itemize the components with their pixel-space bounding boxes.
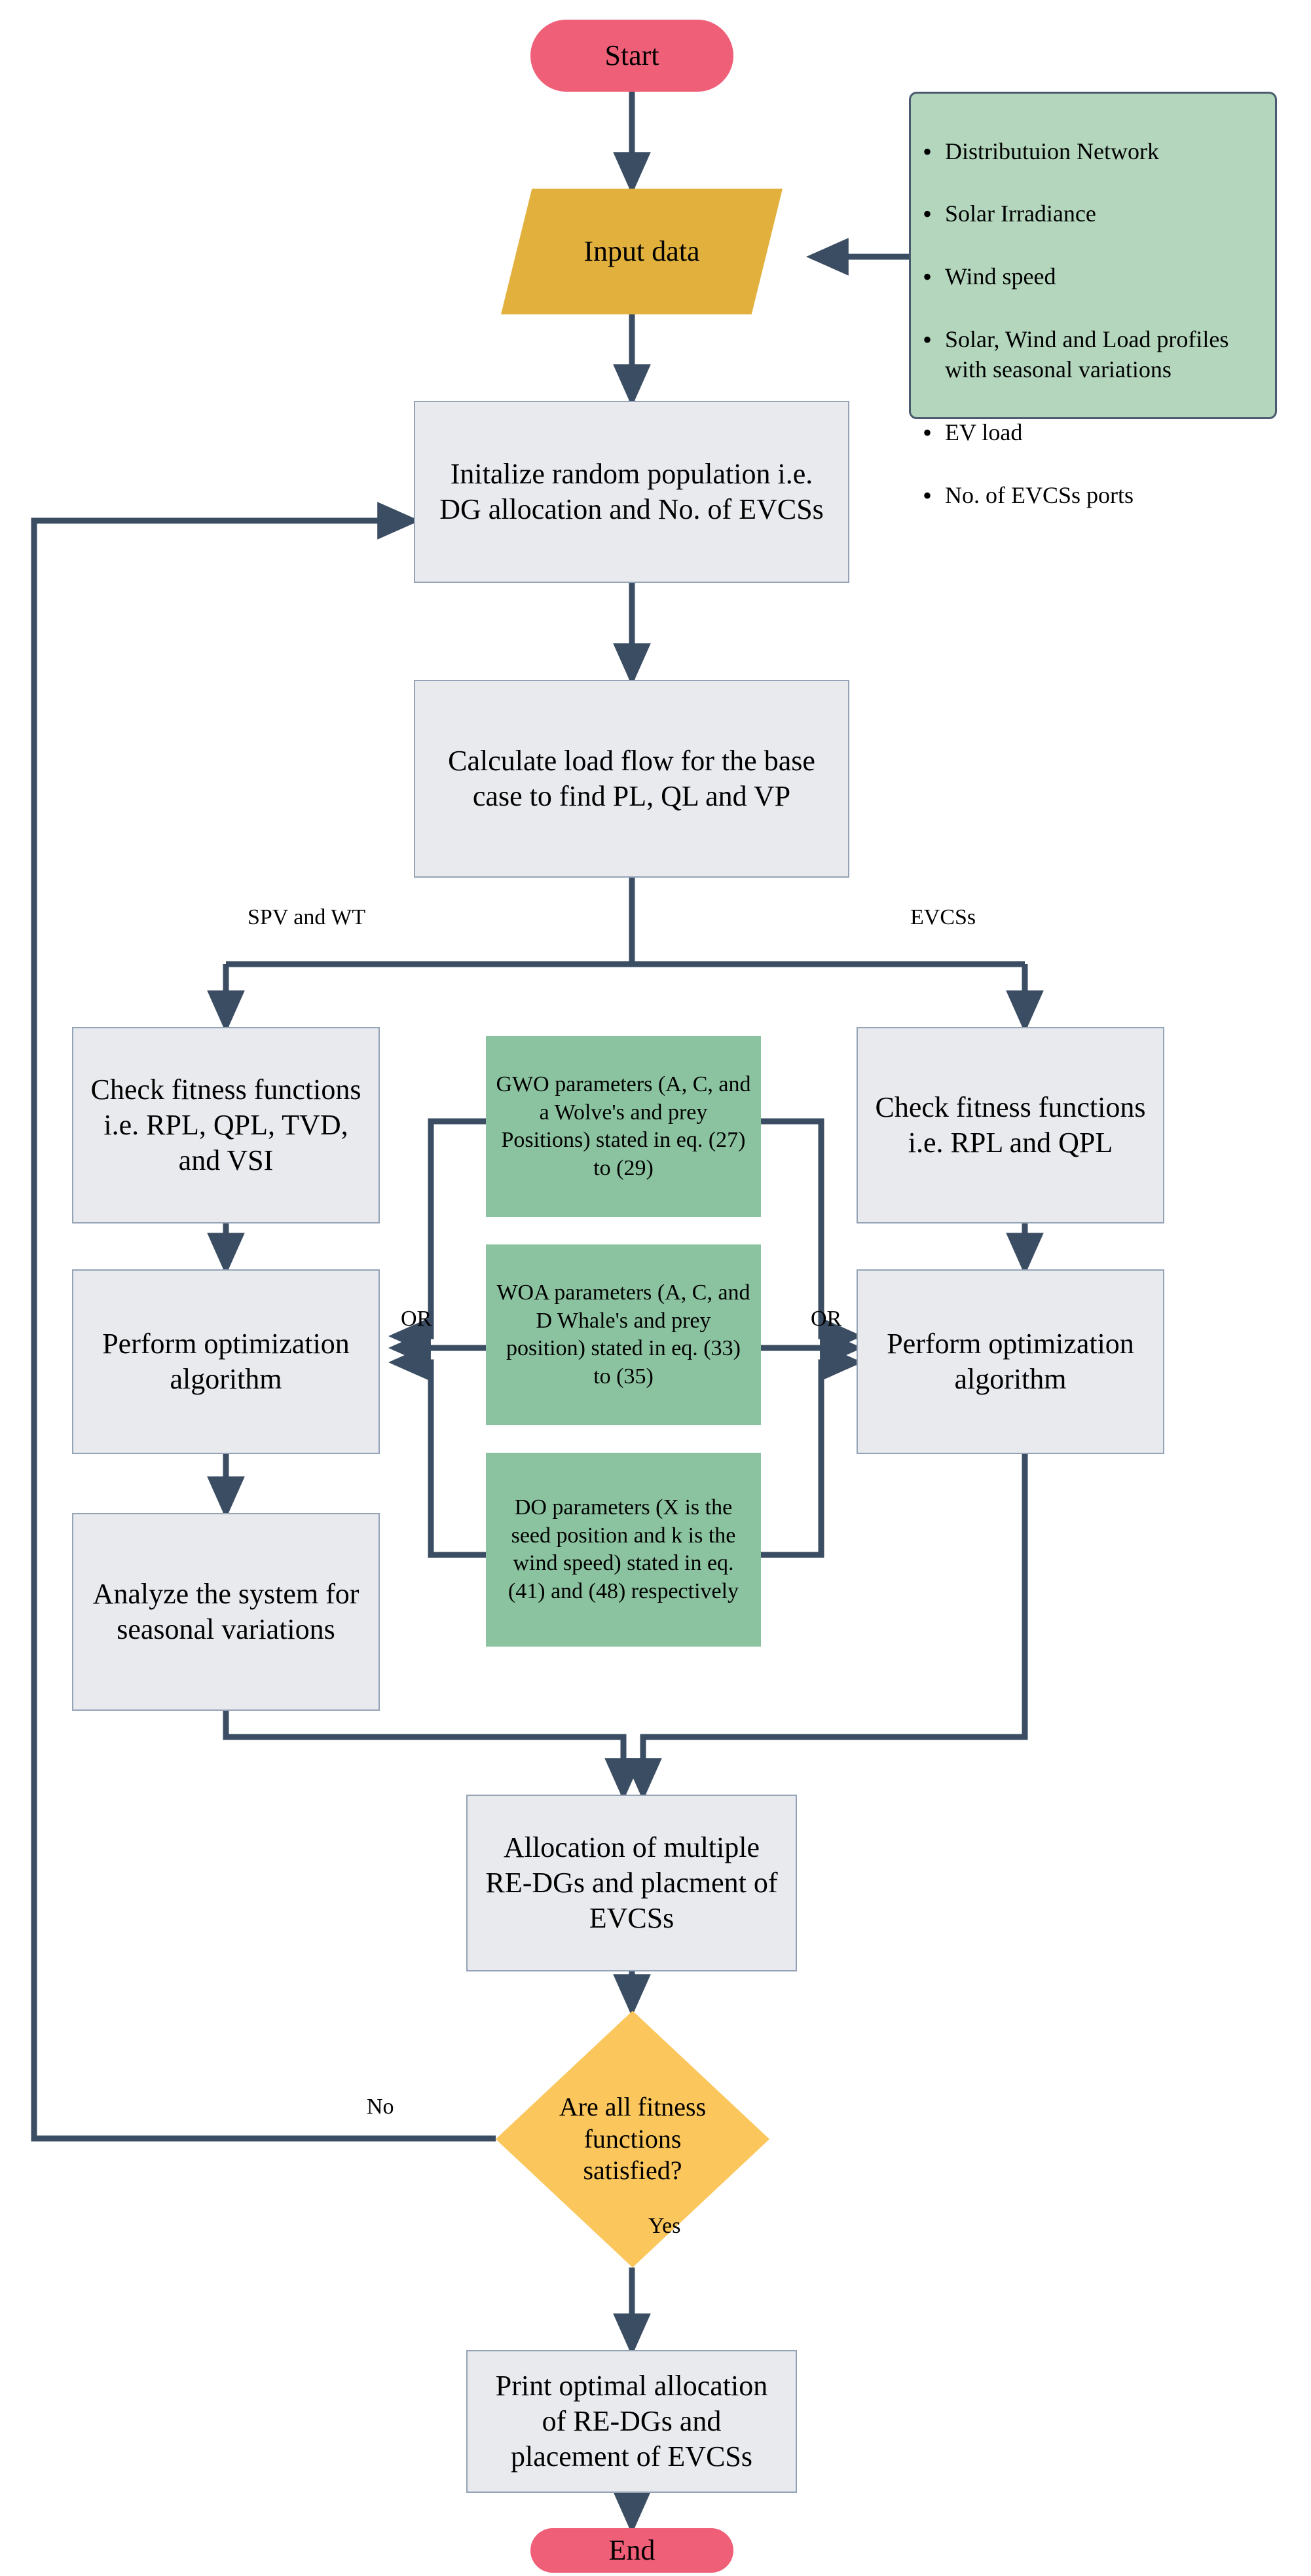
node-gwo-parameters-label: GWO parameters (A, C, and a Wolve's and … xyxy=(496,1072,751,1180)
list-item: Distributuion Network xyxy=(923,135,1265,169)
node-gwo-parameters[interactable]: GWO parameters (A, C, and a Wolve's and … xyxy=(486,1036,761,1217)
node-allocation-label: Allocation of multiple RE-DGs and placme… xyxy=(485,1831,778,1934)
edge-do-to-optleft xyxy=(388,1343,486,1558)
node-end-label: End xyxy=(608,2534,656,2567)
edge-gwo-to-optright xyxy=(761,1118,863,1355)
node-woa-parameters[interactable]: WOA parameters (A, C, and D Whale's and … xyxy=(486,1244,761,1425)
node-end[interactable]: End xyxy=(530,2528,733,2573)
node-check-fitness-left-label: Check fitness functions i.e. RPL, QPL, T… xyxy=(90,1073,361,1176)
edge-label-yes: Yes xyxy=(648,2214,681,2238)
node-optimize-left[interactable]: Perform optimization algorithm xyxy=(72,1269,380,1454)
node-load-flow-label: Calculate load flow for the base case to… xyxy=(448,745,815,812)
node-start-label: Start xyxy=(604,39,659,72)
edge-label-evcss: EVCSs xyxy=(910,905,976,929)
edge-label-spv-wt: SPV and WT xyxy=(248,905,366,929)
node-decision-label: Are all fitness functions satisfied? xyxy=(559,2091,707,2186)
list-item: Solar, Wind and Load profiles with seaso… xyxy=(923,323,1265,386)
edge-label-or-right: OR xyxy=(811,1307,842,1331)
node-woa-parameters-label: WOA parameters (A, C, and D Whale's and … xyxy=(496,1280,750,1389)
edge-analyze-to-merge xyxy=(223,1711,642,1801)
list-item: Solar Irradiance xyxy=(923,197,1265,231)
node-print[interactable]: Print optimal allocation of RE-DGs and p… xyxy=(466,2350,797,2493)
node-do-parameters[interactable]: DO parameters (X is the seed position an… xyxy=(486,1453,761,1647)
node-decision[interactable]: Are all fitness functions satisfied? xyxy=(496,2011,769,2268)
node-start[interactable]: Start xyxy=(530,20,733,92)
node-print-label: Print optimal allocation of RE-DGs and p… xyxy=(495,2370,768,2473)
edge-do-to-optright xyxy=(761,1343,863,1558)
list-item: EV load xyxy=(923,416,1265,450)
node-input-data-label: Input data xyxy=(583,235,700,268)
node-initialize[interactable]: Initalize random population i.e. DG allo… xyxy=(414,401,849,583)
node-check-fitness-left[interactable]: Check fitness functions i.e. RPL, QPL, T… xyxy=(72,1027,380,1223)
node-initialize-label: Initalize random population i.e. DG allo… xyxy=(439,458,824,525)
edge-label-no: No xyxy=(367,2095,394,2119)
node-check-fitness-right[interactable]: Check fitness functions i.e. RPL and QPL xyxy=(857,1027,1164,1223)
list-item: No. of EVCSs ports xyxy=(923,479,1265,513)
node-analyze-label: Analyze the system for seasonal variatio… xyxy=(92,1578,360,1645)
list-item: Wind speed xyxy=(923,260,1265,294)
input-list-items: Distributuion Network Solar Irradiance W… xyxy=(923,105,1265,542)
node-allocation[interactable]: Allocation of multiple RE-DGs and placme… xyxy=(466,1795,797,1971)
node-load-flow[interactable]: Calculate load flow for the base case to… xyxy=(414,680,849,878)
node-check-fitness-right-label: Check fitness functions i.e. RPL and QPL xyxy=(875,1091,1146,1159)
edge-label-or-left: OR xyxy=(401,1307,432,1331)
edge-gwo-to-optleft xyxy=(388,1118,486,1355)
node-input-list[interactable]: Distributuion Network Solar Irradiance W… xyxy=(909,92,1277,512)
parallelogram-shape xyxy=(501,189,783,314)
node-do-parameters-label: DO parameters (X is the seed position an… xyxy=(508,1495,739,1603)
node-optimize-right-label: Perform optimization algorithm xyxy=(887,1328,1134,1395)
node-optimize-left-label: Perform optimization algorithm xyxy=(102,1328,350,1395)
node-input-data[interactable]: Input data xyxy=(501,189,783,314)
node-optimize-right[interactable]: Perform optimization algorithm xyxy=(857,1269,1164,1454)
node-analyze[interactable]: Analyze the system for seasonal variatio… xyxy=(72,1513,380,1711)
